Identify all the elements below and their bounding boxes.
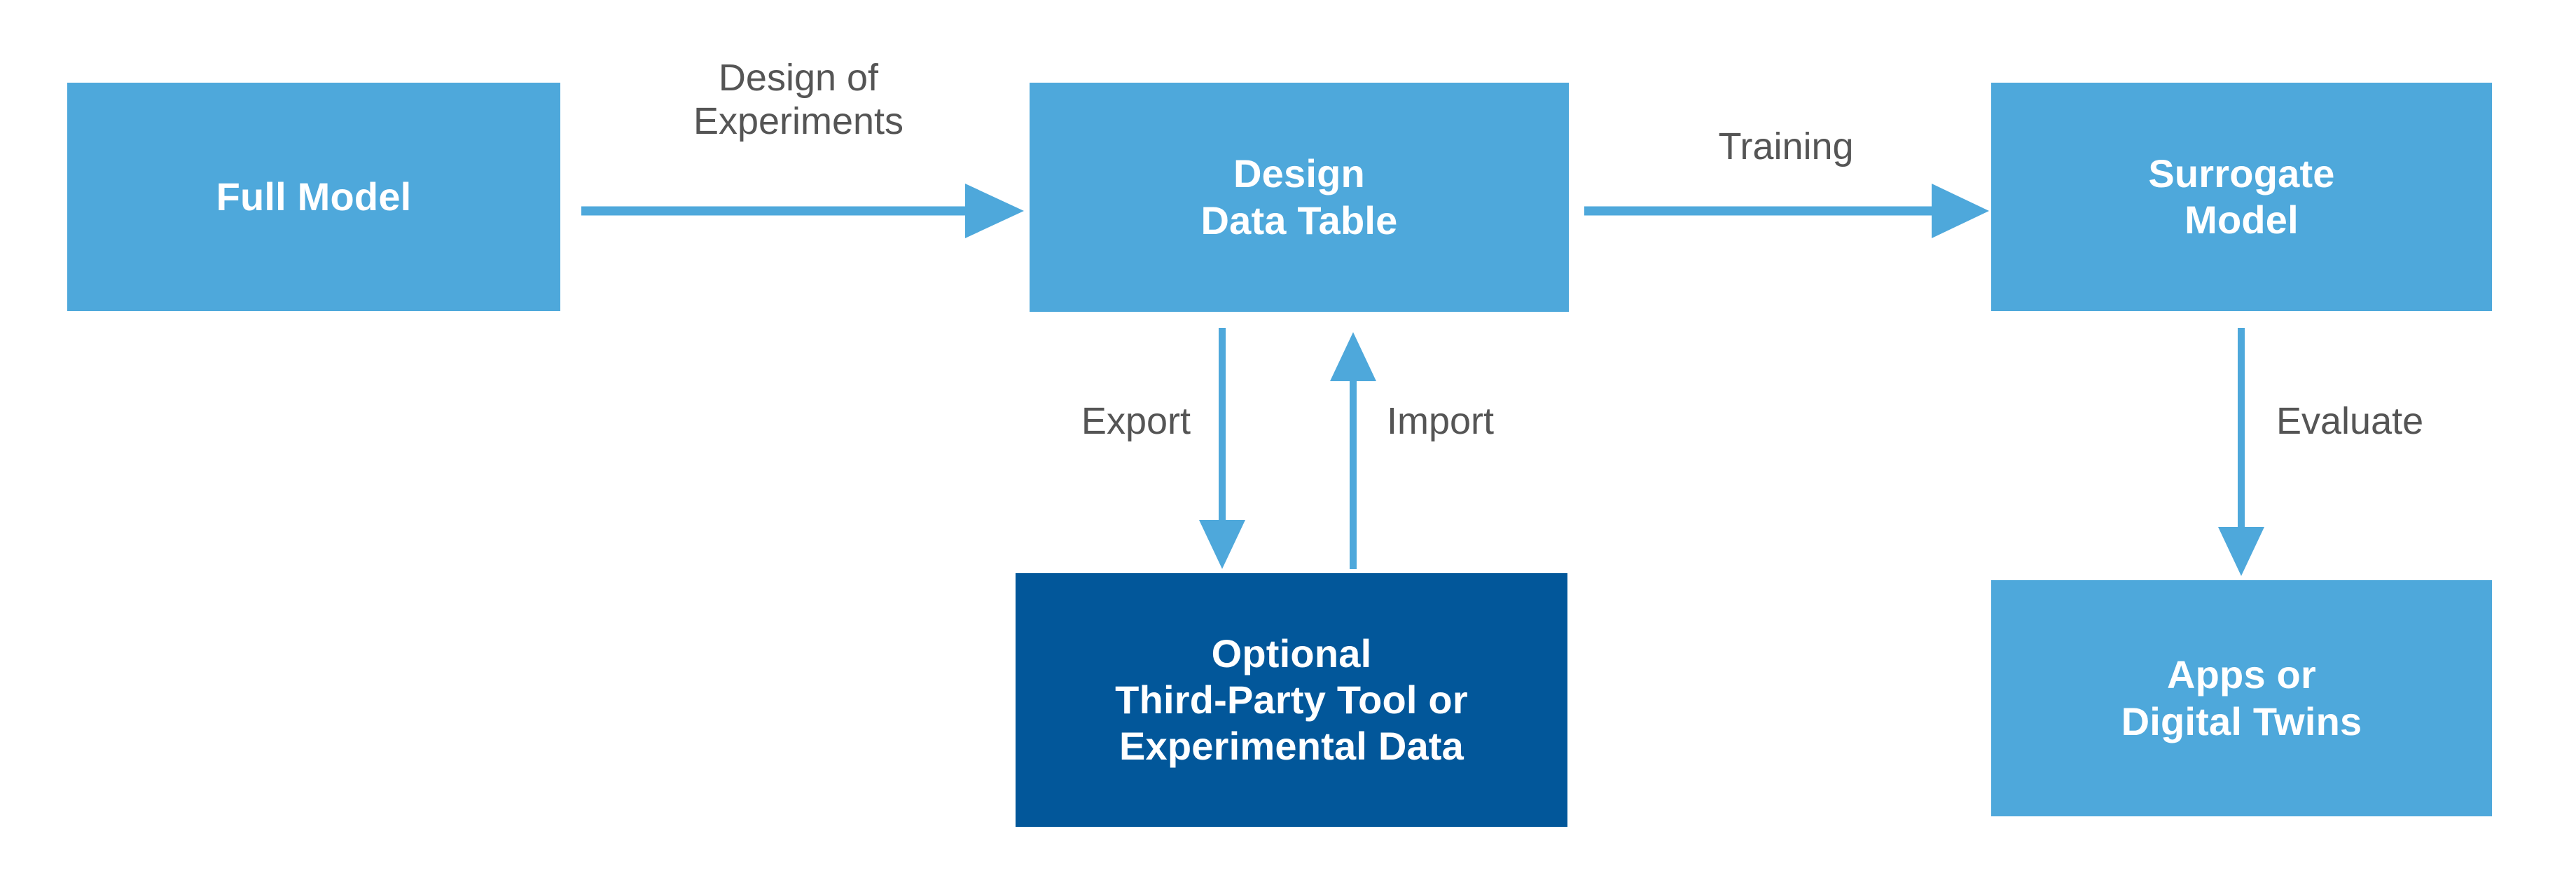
arrow-import — [1330, 332, 1376, 569]
arrow-design-of-experiments — [581, 184, 1024, 238]
edge-label-training: Training — [1718, 125, 1854, 167]
edge-label-import: Import — [1387, 400, 1495, 442]
node-optional-third-party-tool[interactable]: Optional Third-Party Tool or Experimenta… — [1016, 573, 1567, 827]
node-apps-or-digital-twins[interactable]: Apps or Digital Twins — [1991, 580, 2492, 816]
edge-label-design-of-experiments: Design of Experiments — [693, 57, 904, 143]
node-full-model[interactable]: Full Model — [67, 83, 560, 311]
edge-label-export: Export — [1081, 400, 1191, 442]
arrow-export — [1199, 328, 1245, 569]
arrow-evaluate — [2218, 328, 2264, 576]
node-surrogate-model[interactable]: Surrogate Model — [1991, 83, 2492, 311]
arrow-training — [1584, 184, 1989, 238]
node-design-data-table[interactable]: Design Data Table — [1030, 83, 1569, 312]
edge-label-evaluate: Evaluate — [2276, 400, 2424, 442]
